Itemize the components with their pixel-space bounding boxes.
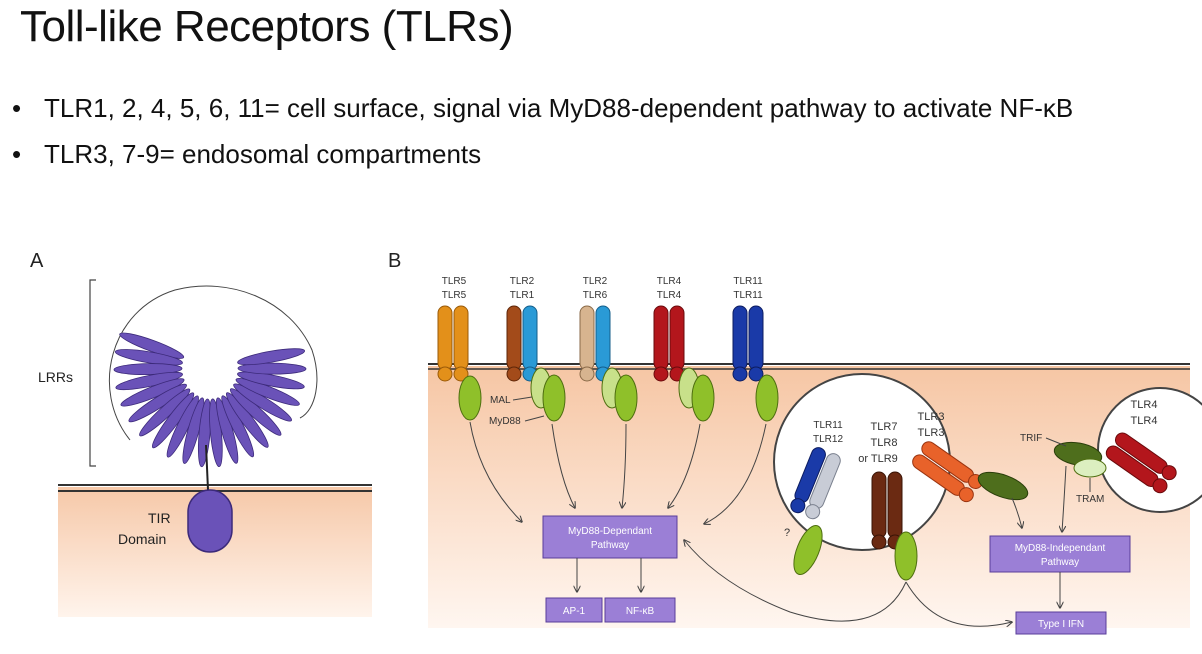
receptor-tlr3-tlr3	[912, 441, 984, 503]
receptor-tlr5-tlr5	[437, 305, 469, 382]
lrr-leaf	[151, 392, 195, 449]
myd88-dependent-label: MyD88-Dependant	[568, 526, 652, 537]
receptor-tlr4-tlr4	[653, 305, 685, 382]
myd88-independent-box	[989, 535, 1131, 573]
adaptor-ovals	[458, 367, 779, 422]
endosome	[1097, 387, 1202, 513]
lrr-leaf	[237, 362, 307, 375]
tlr-label: TLR2	[510, 276, 535, 287]
mal-label: MAL	[490, 395, 511, 406]
lrr-leaf	[115, 371, 183, 391]
panel-b-label: B	[388, 250, 401, 272]
bullet-text: TLR1, 2, 4, 5, 6, 11= cell surface, sign…	[44, 93, 1074, 123]
lrr-leaf	[139, 388, 191, 437]
bullet-list: • TLR1, 2, 4, 5, 6, 11= cell surface, si…	[12, 92, 1192, 184]
slide-title: Toll-like Receptors (TLRs)	[20, 2, 514, 51]
lrr-leaf	[114, 349, 183, 366]
tlr-label: TLR12	[813, 434, 843, 445]
tir-label: TIR	[148, 510, 171, 526]
tlr-label: TLR11	[733, 290, 763, 301]
trif-oval	[977, 471, 1029, 501]
arrow-to-type1-ifn	[905, 581, 1012, 626]
arrow-to-myd88-dependent	[684, 540, 907, 622]
bullet-item: • TLR1, 2, 4, 5, 6, 11= cell surface, si…	[12, 92, 1192, 124]
trif-label: TRIF	[1020, 433, 1042, 444]
tlr-label: TLR2	[583, 276, 608, 287]
tram-label: TRAM	[1076, 494, 1104, 505]
receptor-tlr4-endosomal	[1105, 432, 1177, 494]
tlr-label: TLR5	[442, 290, 467, 301]
lrr-leaf	[221, 395, 255, 458]
lrr-leaf	[119, 332, 185, 359]
tlr-figure: A LRRs TIR Domain B TLR5 TLR5 TLR2 TLR1 …	[30, 250, 1202, 635]
tir-label: Domain	[118, 531, 166, 547]
lrr-leaf	[225, 392, 269, 448]
tir-domain	[187, 489, 233, 553]
tlr-label: TLR7	[871, 421, 898, 433]
tlr-label: TLR3	[918, 411, 945, 423]
lrr-label: LRRs	[38, 369, 73, 385]
lrr-leaf	[182, 397, 205, 464]
tlr-label: TLR3	[918, 427, 945, 439]
tlr-label: TLR11	[813, 420, 843, 431]
tlr-label: TLR4	[1131, 399, 1158, 411]
lrr-leaf	[166, 395, 199, 458]
adaptor-oval	[793, 525, 823, 575]
lrr-leaf	[229, 388, 282, 436]
receptor-tlr7-8-9	[871, 471, 903, 550]
tram-oval	[1073, 458, 1107, 478]
tlr-label: or TLR9	[858, 453, 898, 465]
myd88-dependent-box	[542, 515, 678, 559]
tlr-label: TLR8	[871, 437, 898, 449]
myd88-independent-label: Pathway	[1041, 557, 1079, 568]
lrr-leaf	[120, 378, 185, 407]
ap1-box	[545, 597, 603, 623]
tlr-label: TLR4	[657, 290, 682, 301]
myd88-dependent-label: Pathway	[591, 540, 629, 551]
lrr-leaf	[237, 348, 305, 366]
transmembrane-stalk	[205, 444, 209, 491]
tlr-label: TLR5	[442, 276, 467, 287]
lrr-leaf	[113, 363, 183, 376]
tlr-label: TLR6	[583, 290, 608, 301]
tlr-label: TLR4	[1131, 415, 1158, 427]
nfkb-label: NF-κB	[626, 606, 655, 617]
lrr-leaf	[233, 383, 292, 422]
myd88-independent-label: MyD88-Independant	[1015, 543, 1106, 554]
bullet-symbol: •	[12, 93, 22, 123]
bullet-symbol: •	[12, 139, 22, 169]
panel-a-label: A	[30, 250, 44, 272]
bullet-text: TLR3, 7-9= endosomal compartments	[44, 139, 482, 169]
lrr-leaf	[128, 383, 187, 423]
lrr-bracket	[89, 279, 96, 467]
question-label: ?	[784, 527, 790, 539]
nfkb-box	[604, 597, 676, 623]
myd88-label: MyD88	[489, 416, 521, 427]
panel-a: A LRRs TIR Domain	[30, 250, 372, 617]
lrr-leaf	[215, 397, 239, 464]
arrows-to-myd88	[469, 421, 767, 524]
adaptor-oval	[894, 531, 918, 581]
lrr-fan	[108, 285, 318, 468]
ap1-label: AP-1	[563, 606, 586, 617]
tlr-label: TLR4	[657, 276, 682, 287]
type1-ifn-label: Type I IFN	[1038, 619, 1084, 630]
receptor-tlr11-tlr11	[732, 305, 764, 382]
tlr-label: TLR11	[733, 276, 763, 287]
receptor-tlr2-tlr1	[506, 305, 538, 382]
receptor-tlr11-tlr12	[790, 447, 841, 520]
lrr-leaf	[235, 378, 300, 406]
lrr-outline	[108, 285, 318, 441]
type1-ifn-box	[1015, 611, 1107, 635]
bullet-item: • TLR3, 7-9= endosomal compartments	[12, 138, 1192, 170]
lrr-leaf	[237, 371, 305, 390]
tlr-label: TLR1	[510, 290, 535, 301]
panel-b: B TLR5 TLR5 TLR2 TLR1 TLR2 TLR6 TLR4 TLR…	[388, 250, 1202, 635]
